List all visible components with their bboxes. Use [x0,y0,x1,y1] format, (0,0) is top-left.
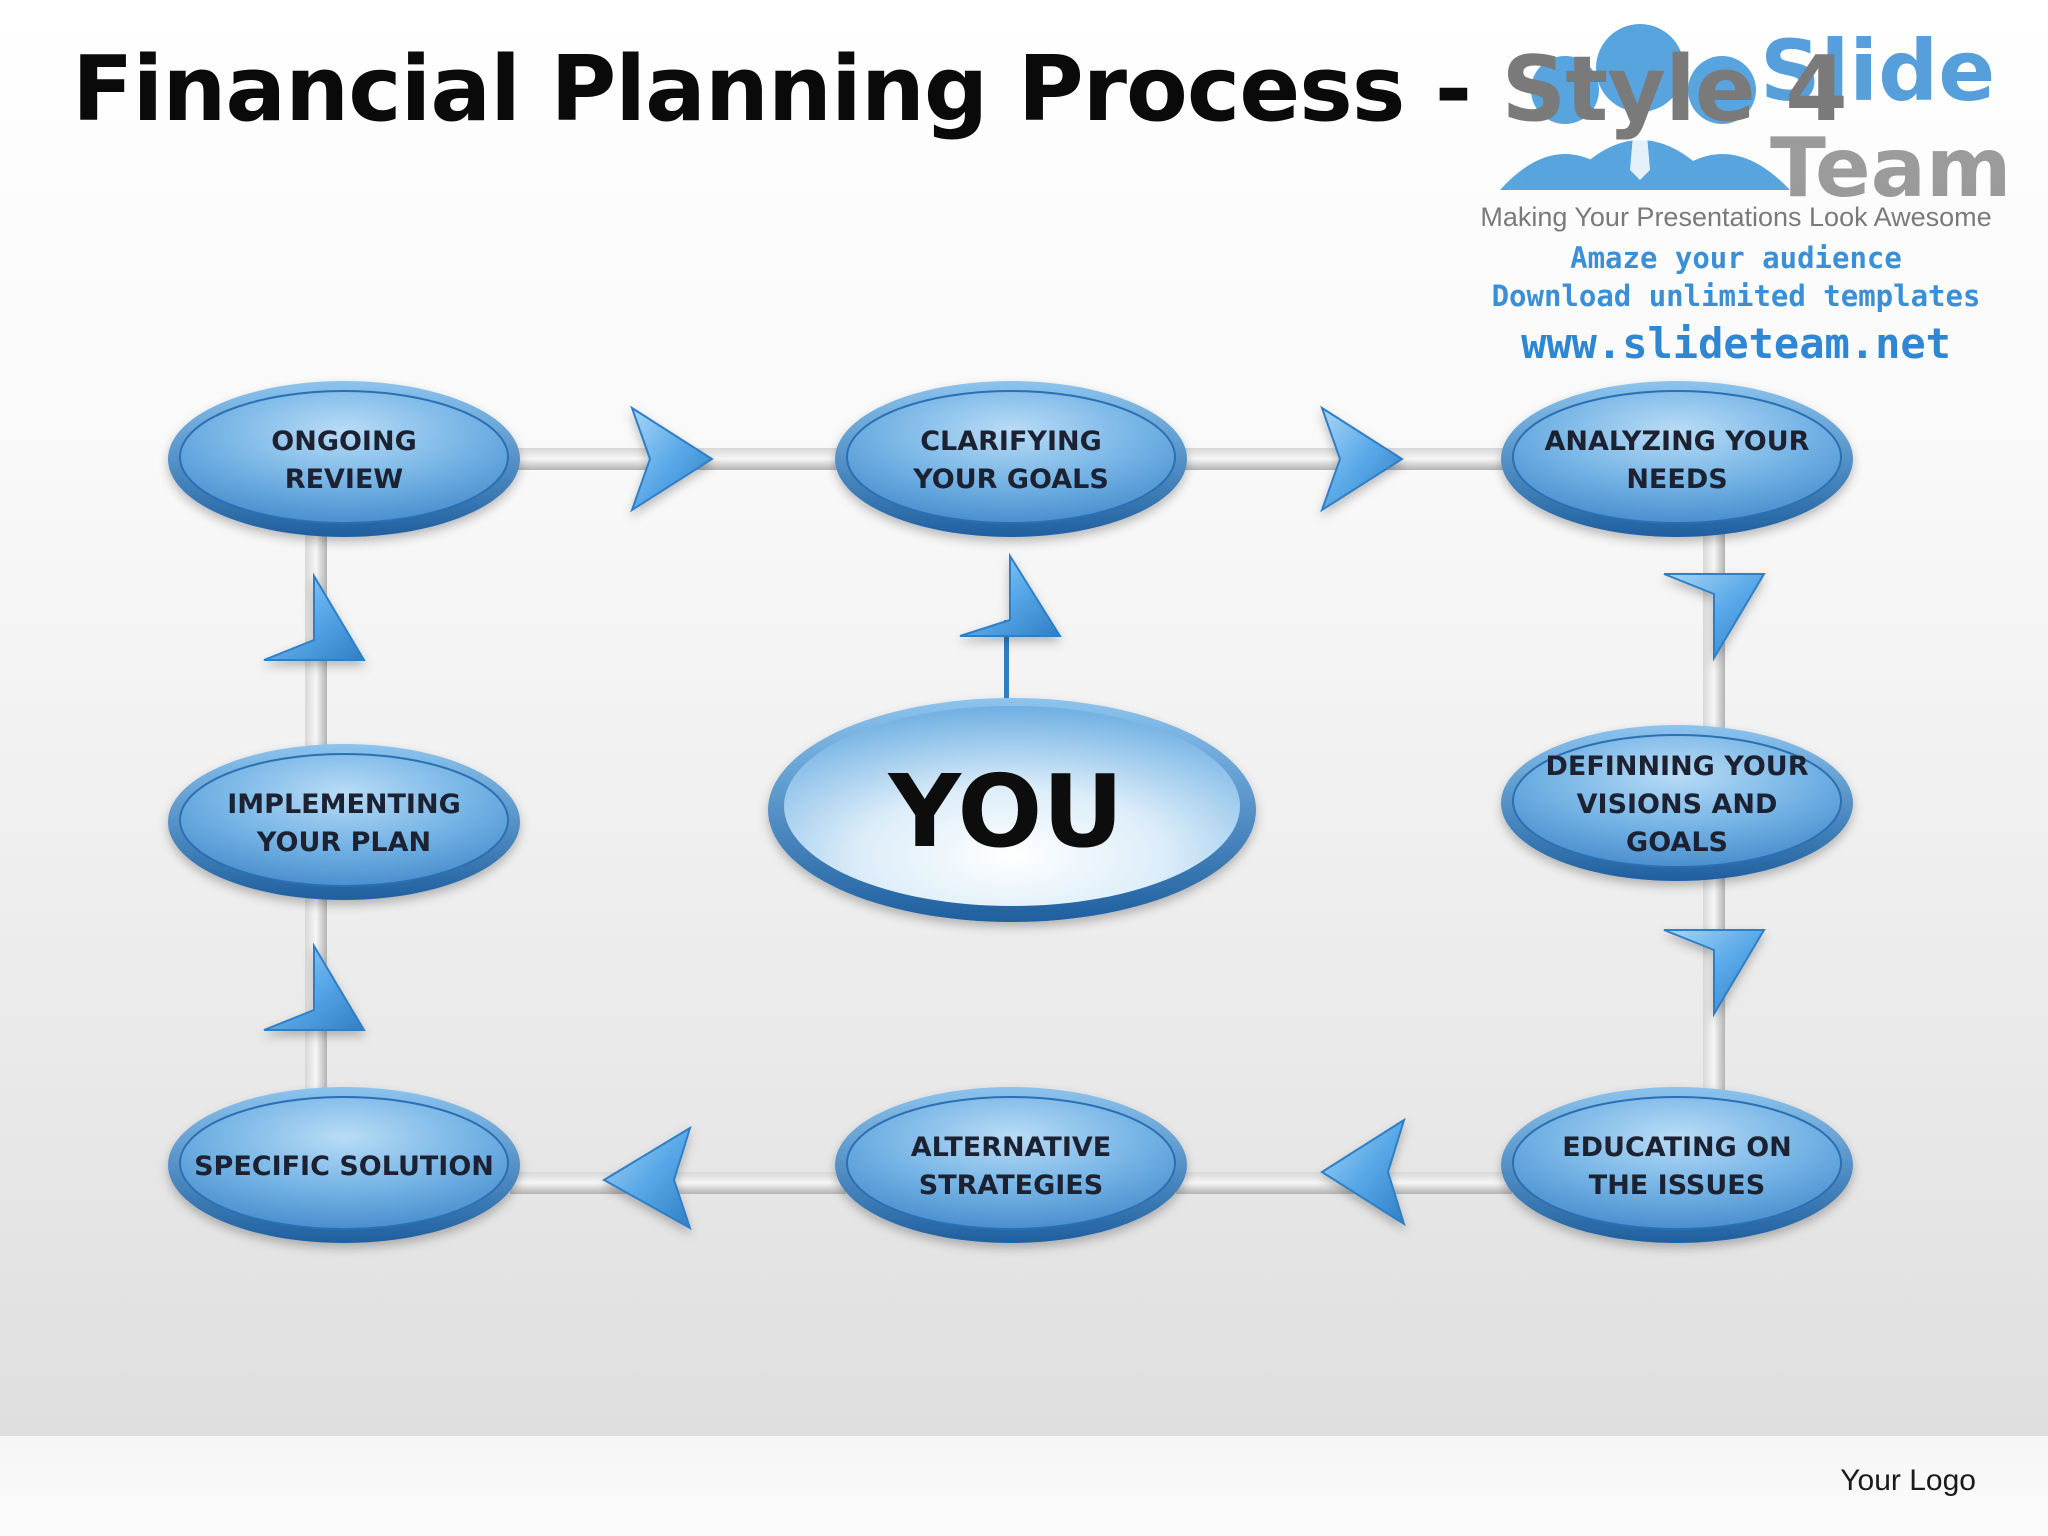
process-node-specific-solution: SPECIFIC SOLUTION [168,1087,520,1243]
node-label: VISIONS AND [1577,789,1778,820]
arrow-up-icon [263,572,366,661]
center-node-fill [784,706,1240,906]
node-label: ALTERNATIVE [911,1132,1111,1163]
node-fill [179,390,509,524]
arrow-right-icon [1320,405,1404,513]
node-label: YOUR GOALS [912,464,1109,495]
node-label: NEEDS [1626,464,1727,495]
footer-band [0,1436,2048,1536]
process-node-implementing-plan: IMPLEMENTING YOUR PLAN [168,744,520,900]
node-label: YOUR PLAN [256,827,431,858]
process-node-educating-issues: EDUCATING ON THE ISSUES [1501,1087,1853,1243]
title-subtitle: Style 4 [1501,37,1847,142]
node-label: STRATEGIES [919,1170,1103,1201]
nodes: ONGOING REVIEW CLARIFYING YOUR GOALS ANALYZI… [168,381,1853,1243]
node-label: CLARIFYING [920,426,1102,457]
arrow-down-icon [1663,573,1766,662]
center-node: YOU [768,698,1256,922]
node-label: REVIEW [285,464,403,495]
brand-line1: Slide [1760,22,1995,120]
connector-center-stem [1004,620,1009,700]
process-node-ongoing-review: ONGOING REVIEW [168,381,520,537]
node-label: EDUCATING ON [1562,1132,1792,1163]
process-node-clarifying-goals: CLARIFYING YOUR GOALS [835,381,1187,537]
center-label: YOU [887,753,1123,870]
brand-line2: Team [1770,121,2011,216]
node-fill [179,753,509,887]
arrow-left-icon [1320,1117,1406,1227]
promo-line1: Amaze your audience [1570,241,1902,275]
slideteam-watermark: Slide Team Making Your Presentations Loo… [1480,22,2011,368]
arrow-up-icon [263,942,366,1031]
node-label: THE ISSUES [1589,1170,1765,1201]
brand-tagline: Making Your Presentations Look Awesome [1480,202,1991,232]
node-label: SPECIFIC SOLUTION [194,1151,494,1182]
arrows [263,405,1766,1231]
process-node-alternative-strategies: ALTERNATIVE STRATEGIES [835,1087,1187,1243]
node-label: IMPLEMENTING [227,789,460,820]
title-text: Financial Planning Process - [72,37,1472,142]
node-fill [1512,390,1842,524]
promo-line2: Download unlimited templates [1492,279,1981,313]
arrow-down-icon [1663,929,1766,1018]
node-fill [1512,1096,1842,1230]
connector-bottom-left [510,1172,846,1194]
slide-title: Financial Planning Process - Style 4 [72,30,1848,150]
promo-url: www.slideteam.net [1521,319,1951,368]
arrow-up-icon [959,552,1062,637]
arrow-left-icon [602,1125,692,1231]
node-fill [1512,734,1842,868]
node-label: ONGOING [271,426,416,457]
people-icon [1500,24,1790,190]
node-fill [179,1096,509,1230]
node-fill [846,1096,1176,1230]
node-label: DEFINNING YOUR [1546,751,1809,782]
process-node-defining-visions: DEFINNING YOUR VISIONS AND GOALS [1501,725,1853,881]
arrow-right-icon [630,405,714,513]
node-fill [846,390,1176,524]
node-label: GOALS [1626,827,1728,858]
node-label: ANALYZING YOUR [1545,426,1810,457]
footer-logo-text: Your Logo [1840,1464,1976,1497]
process-node-analyzing-needs: ANALYZING YOUR NEEDS [1501,381,1853,537]
